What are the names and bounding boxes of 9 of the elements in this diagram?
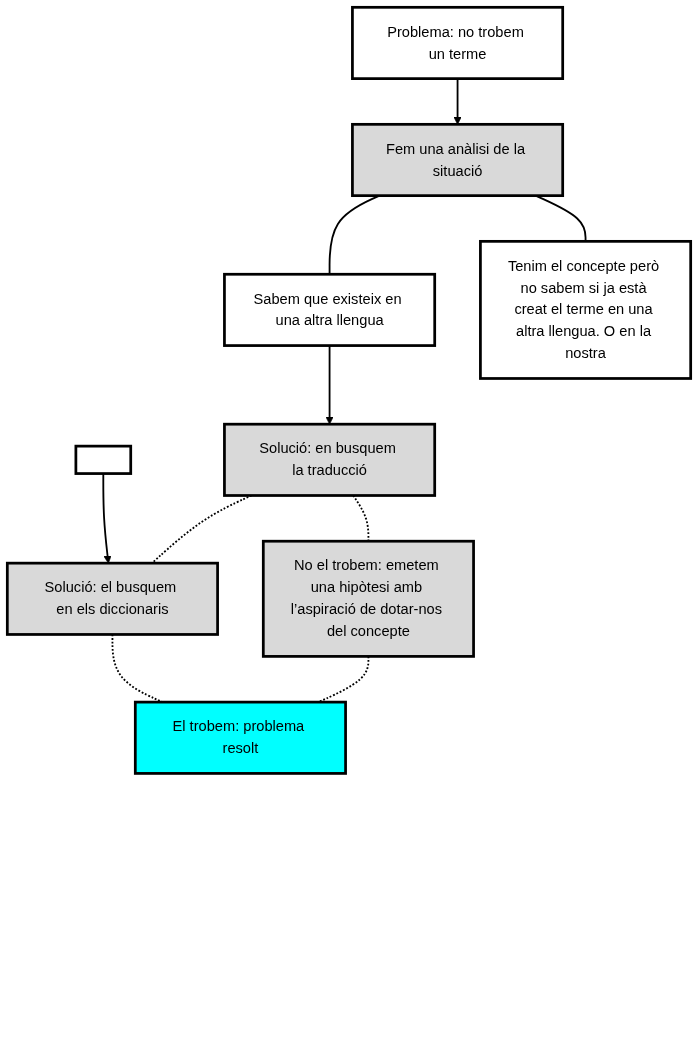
node-box: Solució: el busquem en els diccionaris xyxy=(5,561,219,636)
node-box: Solució: en busquem la traducció xyxy=(223,422,437,497)
node-box: No el trobem: emetem una hipòtesi amb l’aspiració de dotar-nos del concepte xyxy=(261,539,475,658)
node-box: Problema: no trobem un terme xyxy=(351,5,565,80)
node-box: Sabem que existeix en una altra llengua xyxy=(223,272,437,347)
node-box xyxy=(74,444,133,475)
node-box: Tenim el concepte però no sabem si ja està creat el terme en una altra llengua. O en la nostra xyxy=(479,240,693,380)
node-box: El trobem: problema resolt xyxy=(133,700,347,775)
node-box: Fem una anàlisi de la situació xyxy=(351,122,565,197)
